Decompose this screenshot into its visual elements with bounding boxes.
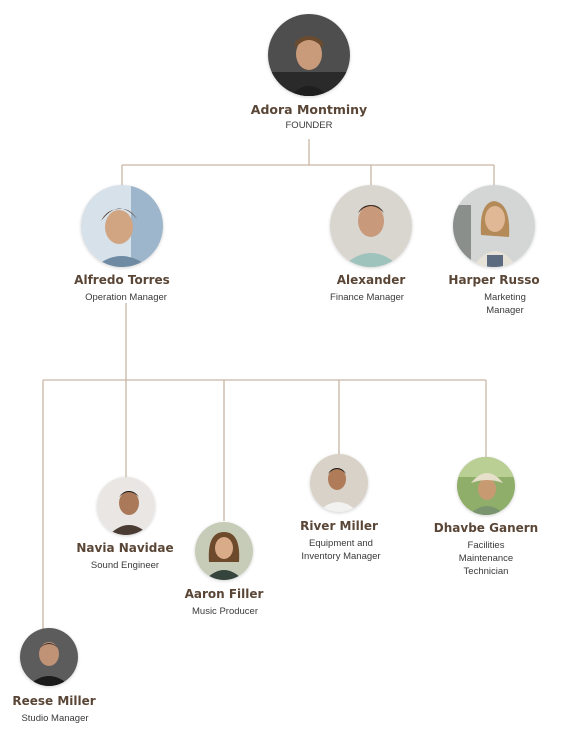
aaron-title: Music Producer: [192, 606, 258, 617]
river-name: River Miller: [300, 519, 378, 533]
aaron-avatar: [195, 522, 253, 580]
aaron-name: Aaron Filler: [184, 587, 264, 601]
founder-title: FOUNDER: [285, 120, 333, 131]
reese-title: Studio Manager: [21, 713, 89, 724]
harper-avatar: [453, 185, 535, 267]
alexander-name: Alexander: [336, 273, 406, 287]
dhavbe-title: Facilities Maintenance Technician: [458, 540, 514, 577]
harper-name: Harper Russo: [448, 273, 540, 287]
navia-name: Navia Navidae: [76, 541, 174, 555]
reese-avatar: [20, 628, 78, 686]
harper-title: Marketing Manager: [484, 292, 526, 316]
dhavbe-name: Dhavbe Ganern: [433, 521, 539, 535]
navia-title: Sound Engineer: [90, 560, 160, 571]
alfredo-avatar: [81, 185, 163, 267]
dhavbe-avatar: [457, 457, 515, 515]
alexander-avatar: [330, 185, 412, 267]
alexander-title: Finance Manager: [330, 292, 404, 303]
founder-name: Adora Montminy: [250, 102, 368, 117]
navia-avatar: [97, 477, 155, 535]
river-title: Equipment and Inventory Manager: [301, 538, 381, 562]
alfredo-title: Operation Manager: [85, 292, 167, 303]
founder-avatar: [268, 14, 350, 96]
reese-name: Reese Miller: [12, 694, 96, 708]
alfredo-name: Alfredo Torres: [74, 273, 170, 287]
river-avatar: [310, 454, 368, 512]
